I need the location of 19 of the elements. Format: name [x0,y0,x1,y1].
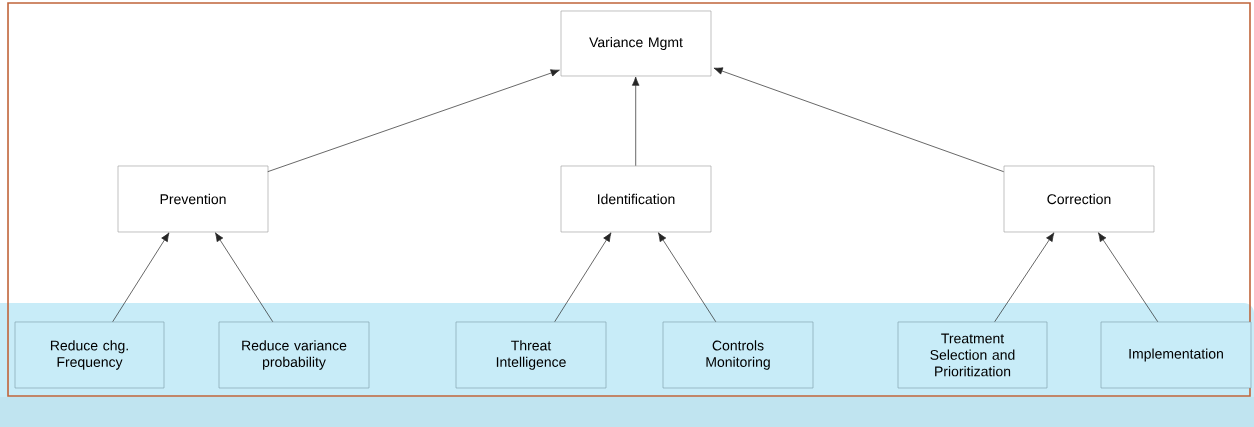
arrow [658,232,717,323]
task-box: Threat Intelligence [455,321,607,389]
box: Identification [560,165,712,233]
arrow [994,232,1055,323]
arrow [267,69,560,173]
task-box: Treatment Selection and Prioritization [897,321,1048,389]
arrow [112,232,170,323]
arrow [1098,232,1159,323]
arrow [632,76,640,167]
box: Correction [1003,165,1155,233]
task-box: Controls Monitoring [662,321,814,389]
task-box: Reduce chg. Frequency [14,321,165,389]
arrow [554,232,612,323]
task-box: Implementation [1100,321,1252,389]
arrow [713,67,1005,173]
arrow [215,232,274,323]
box: Variance Mgmt [560,10,712,77]
task-box: Reduce variance probability [218,321,370,389]
box: Prevention [117,165,269,233]
